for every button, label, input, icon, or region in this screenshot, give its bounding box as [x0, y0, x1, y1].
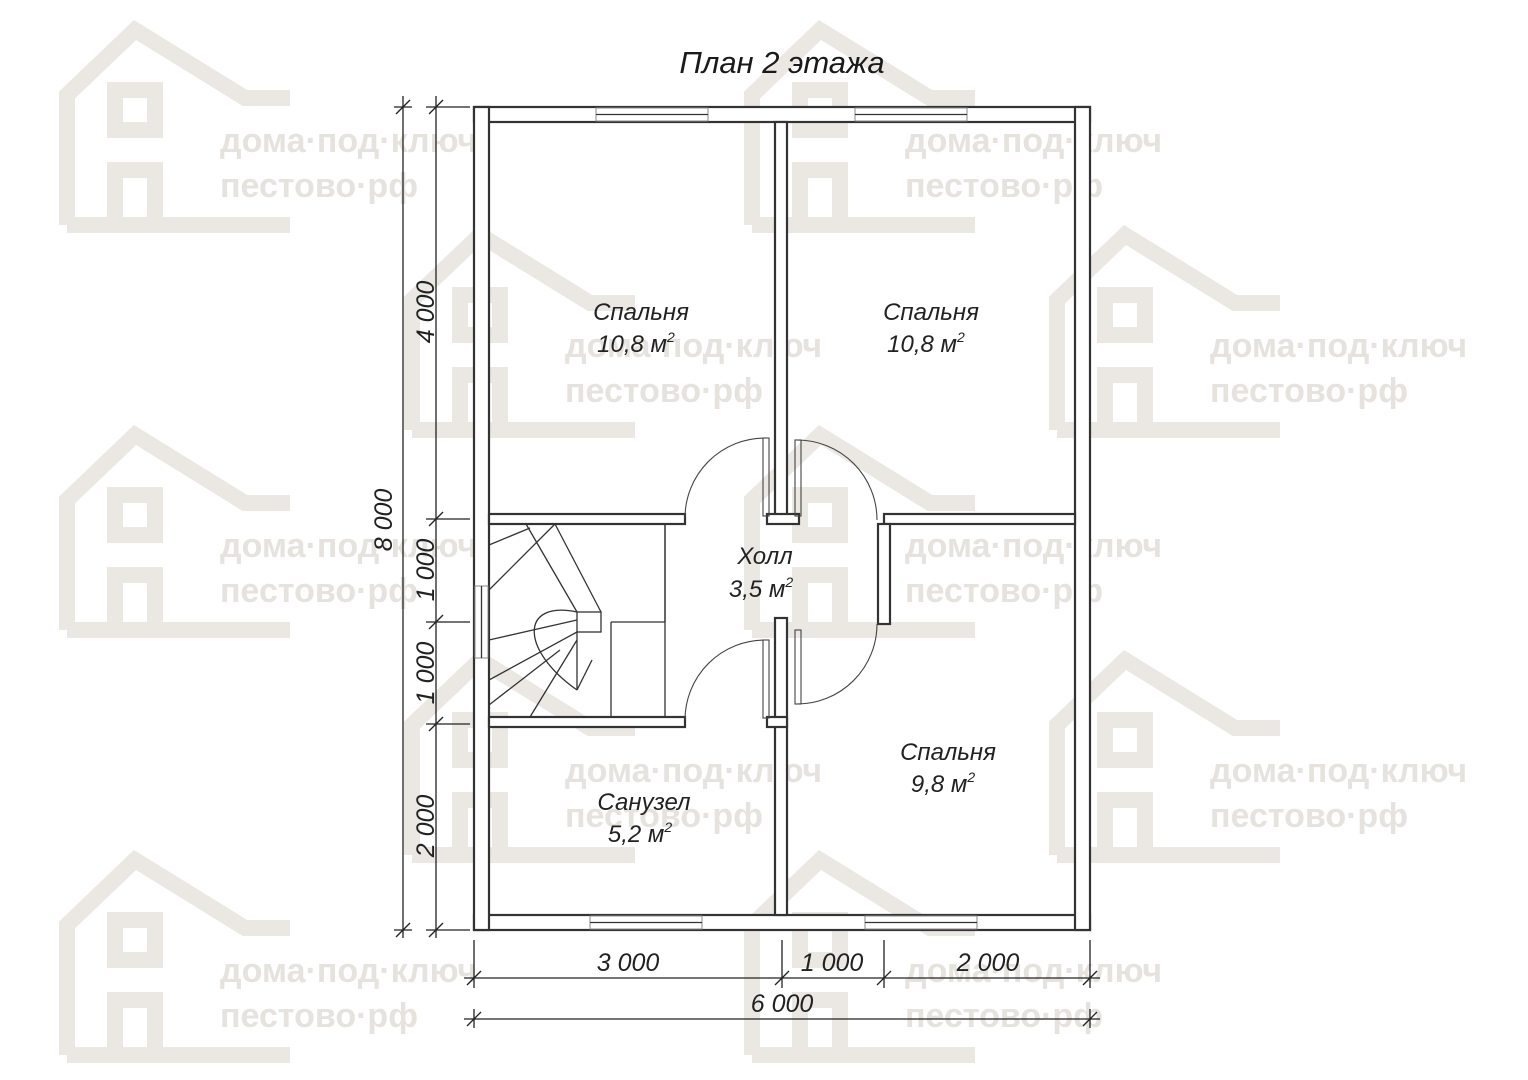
dim-left-total: 8 000	[370, 489, 398, 552]
watermark: дома·под·ключ пестово·рф	[59, 424, 477, 638]
room-labels: Спальня 10,8 м2 Спальня 10,8 м2 Холл 3,5…	[593, 299, 996, 848]
watermark-line-2: пестово·рф	[1210, 372, 1408, 410]
watermark-line-2: пестово·рф	[220, 167, 418, 205]
watermark-line-1: дома·под·ключ	[220, 952, 477, 990]
doors	[684, 437, 878, 721]
room-name-bedroom-1: Спальня	[593, 299, 689, 326]
watermark: дома·под·ключ пестово·рф	[1049, 224, 1467, 438]
watermark-line-1: дома·под·ключ	[905, 527, 1162, 565]
dim-left-seg-3: 1 000	[412, 642, 440, 705]
watermark-line-1: дома·под·ключ	[1210, 327, 1467, 365]
watermark-house-icon	[744, 424, 975, 638]
windows	[474, 107, 978, 930]
dimension-labels: 8 000 4 000 1 000 1 000 2 000 3 000 1 00…	[370, 281, 1019, 1018]
watermark-line-1: дома·под·ключ	[905, 122, 1162, 160]
dim-bottom-seg-1: 3 000	[597, 949, 660, 977]
room-area-bathroom: 5,2 м2	[608, 819, 672, 848]
watermark: дома·под·ключ пестово·рф	[744, 19, 1162, 233]
watermark: дома·под·ключ пестово·рф	[59, 19, 477, 233]
watermark-line-2: пестово·рф	[565, 797, 763, 835]
watermark-line-1: дома·под·ключ	[905, 952, 1162, 990]
watermark-line-2: пестово·рф	[905, 997, 1103, 1035]
watermark-line-2: пестово·рф	[220, 572, 418, 610]
watermark-line-2: пестово·рф	[565, 372, 763, 410]
dim-left-seg-2: 1 000	[412, 539, 440, 602]
watermark-line-2: пестово·рф	[220, 997, 418, 1035]
watermark-line-2: пестово·рф	[1210, 797, 1408, 835]
watermark: дома·под·ключ пестово·рф	[744, 849, 1162, 1063]
watermark-line-1: дома·под·ключ	[220, 122, 477, 160]
dim-bottom-seg-3: 2 000	[956, 949, 1020, 977]
watermark-house-icon	[59, 424, 290, 638]
room-name-bedroom-2: Спальня	[883, 299, 979, 326]
watermark-house-icon	[1049, 649, 1280, 863]
watermark-house-icon	[59, 19, 290, 233]
watermark: дома·под·ключ пестово·рф	[744, 424, 1162, 638]
room-name-bedroom-3: Спальня	[900, 739, 996, 766]
room-area-hall: 3,5 м2	[729, 574, 793, 603]
dimension-lines	[394, 96, 1100, 1028]
watermark-house-icon	[744, 849, 975, 1063]
dim-bottom-seg-2: 1 000	[801, 949, 864, 977]
watermark-line-2: пестово·рф	[905, 167, 1103, 205]
room-area-bedroom-3: 9,8 м2	[911, 769, 975, 798]
watermark: дома·под·ключ пестово·рф	[1049, 649, 1467, 863]
watermark-house-icon	[1049, 224, 1280, 438]
watermark-house-icon	[59, 849, 290, 1063]
watermark: дома·под·ключ пестово·рф	[59, 849, 477, 1063]
dim-left-seg-4: 2 000	[412, 795, 440, 859]
plan-title: План 2 этажа	[679, 45, 884, 80]
watermark-line-2: пестово·рф	[905, 572, 1103, 610]
dim-bottom-total: 6 000	[751, 990, 814, 1018]
room-name-hall: Холл	[736, 543, 793, 570]
dim-left-seg-1: 4 000	[412, 281, 440, 344]
room-name-bathroom: Санузел	[597, 789, 691, 816]
watermark-house-icon	[744, 19, 975, 233]
watermark-line-1: дома·под·ключ	[220, 527, 477, 565]
room-area-bedroom-2: 10,8 м2	[887, 329, 965, 358]
staircase	[488, 523, 666, 718]
room-area-bedroom-1: 10,8 м2	[597, 329, 675, 358]
watermark-line-1: дома·под·ключ	[1210, 752, 1467, 790]
